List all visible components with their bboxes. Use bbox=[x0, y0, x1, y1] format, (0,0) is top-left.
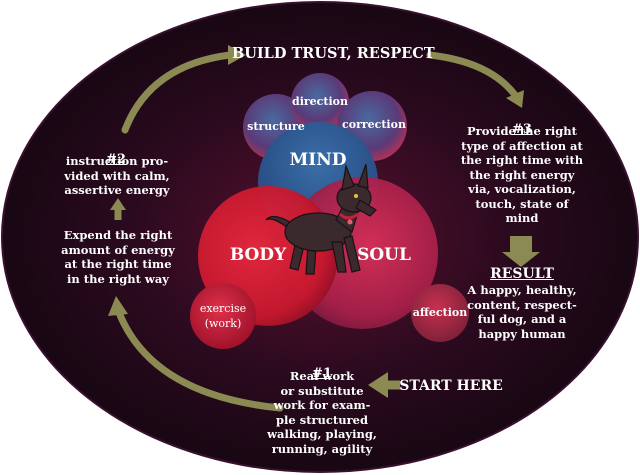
step1-number-text: #1 bbox=[312, 365, 332, 381]
step3-number: #3 bbox=[474, 108, 570, 137]
arrow-result-head bbox=[502, 252, 540, 267]
arrow-left-up-head bbox=[110, 198, 126, 210]
arrow-top-left-head bbox=[228, 45, 246, 65]
dog-illustration bbox=[265, 163, 377, 275]
step2-number: #2 bbox=[68, 138, 164, 167]
direction-circle bbox=[291, 73, 349, 131]
correction-label: correction bbox=[342, 118, 406, 131]
result-text: A happy, healthy, content, respect- ful … bbox=[467, 283, 577, 341]
result-heading-text: RESULT bbox=[490, 266, 554, 282]
arrow-result-shaft bbox=[510, 236, 532, 252]
arrow-top-right-arc bbox=[426, 51, 519, 99]
arrow-bottom-left-arc bbox=[114, 306, 284, 412]
arrow-bottom-left-head bbox=[108, 296, 128, 316]
step1-text: Real work or substitute work for exam- p… bbox=[267, 369, 377, 456]
direction-label: direction bbox=[292, 95, 348, 108]
start-here-label: START HERE bbox=[399, 378, 503, 394]
exercise-circle bbox=[190, 283, 256, 349]
step2b-text: Expend the right amount of energy at the… bbox=[61, 228, 175, 286]
affection-label: affection bbox=[412, 306, 468, 319]
arrow-top-right-head bbox=[506, 90, 524, 108]
step2-number-text: #2 bbox=[106, 151, 126, 167]
dog-collar bbox=[338, 212, 359, 220]
arrow-top-left-arc bbox=[121, 51, 234, 134]
step1-number: #1 bbox=[282, 352, 362, 381]
mind-label: MIND bbox=[289, 150, 347, 170]
step3-text: Provide the right type of affection at t… bbox=[460, 124, 584, 225]
body-label: BODY bbox=[229, 245, 287, 265]
soul-label: SOUL bbox=[357, 245, 411, 265]
result-heading: RESULT bbox=[482, 266, 562, 282]
affection-circle bbox=[411, 284, 469, 342]
dog-tag bbox=[347, 219, 353, 225]
dog-eye bbox=[354, 194, 358, 198]
structure-label: structure bbox=[247, 120, 305, 133]
step3-number-text: #3 bbox=[512, 121, 532, 137]
exercise-label: exercise (work) bbox=[199, 302, 247, 330]
title: BUILD TRUST, RESPECT bbox=[232, 45, 435, 62]
step2-text: instruction pro- vided with calm, assert… bbox=[64, 154, 170, 197]
arrow-start-head bbox=[368, 372, 388, 398]
